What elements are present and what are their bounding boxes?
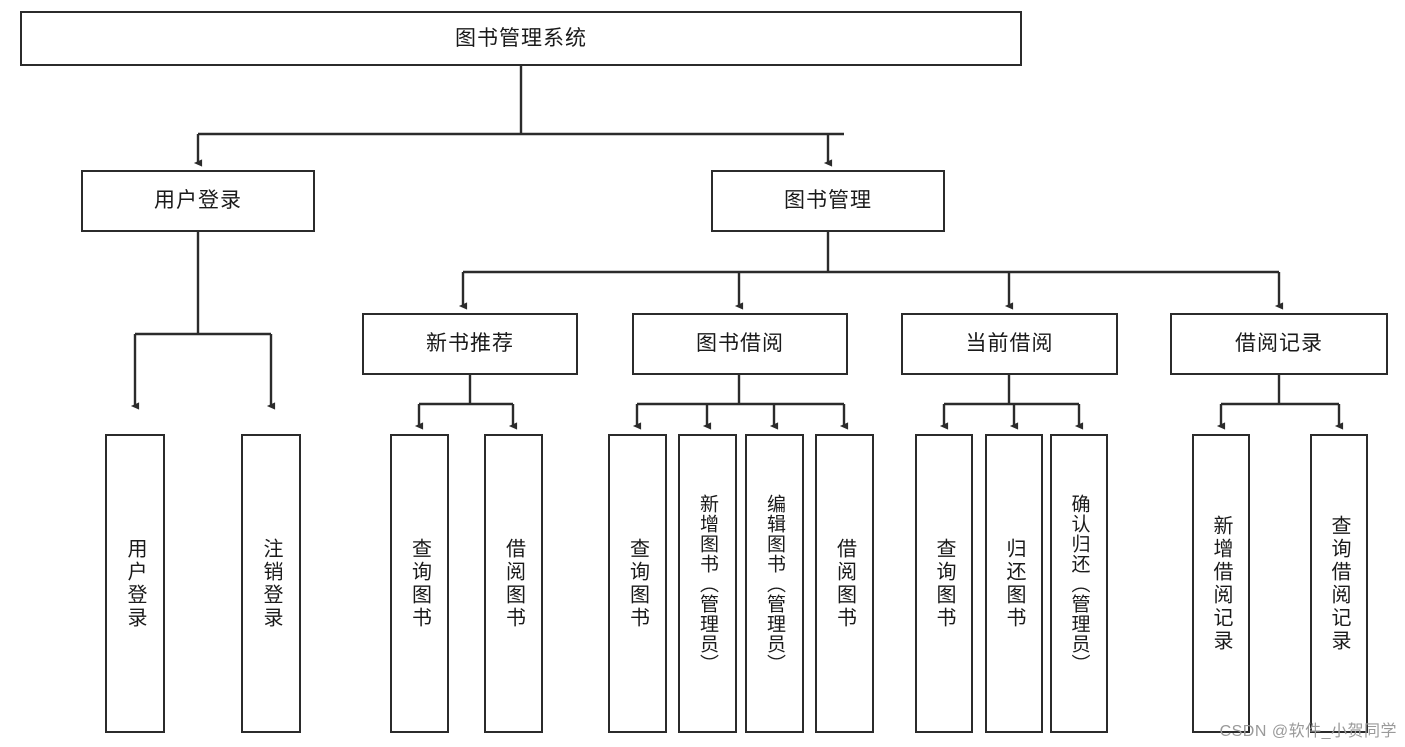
- node-book-management-label: 图书管理: [784, 189, 872, 213]
- node-book-borrow[interactable]: 图书借阅: [632, 313, 848, 375]
- node-root-system[interactable]: 图书管理系统: [20, 11, 1022, 66]
- leaf-new-book-query-book-label: 查询图书: [408, 537, 431, 630]
- leaf-borrow-records-query-record-label: 查询借阅记录: [1328, 514, 1350, 653]
- leaf-user-login-do-login[interactable]: 用户登录: [105, 434, 165, 733]
- node-book-management[interactable]: 图书管理: [711, 170, 945, 232]
- leaf-current-borrow-query-book-label: 查询图书: [933, 537, 955, 630]
- node-new-book-recommend[interactable]: 新书推荐: [362, 313, 578, 375]
- node-borrow-records-label: 借阅记录: [1235, 332, 1323, 356]
- leaf-user-login-logout-label: 注销登录: [260, 537, 282, 630]
- leaf-new-book-borrow-book-label: 借阅图书: [502, 537, 525, 630]
- node-book-borrow-label: 图书借阅: [696, 332, 784, 356]
- leaf-book-borrow-edit-book[interactable]: 编辑图书（管理员）: [745, 434, 804, 733]
- leaf-current-borrow-confirm-return-label: 确认归还（管理员）: [1068, 493, 1090, 674]
- leaf-new-book-query-book[interactable]: 查询图书: [390, 434, 449, 733]
- node-current-borrow[interactable]: 当前借阅: [901, 313, 1118, 375]
- leaf-book-borrow-borrow-book[interactable]: 借阅图书: [815, 434, 874, 733]
- node-user-login[interactable]: 用户登录: [81, 170, 315, 232]
- leaf-current-borrow-query-book[interactable]: 查询图书: [915, 434, 973, 733]
- leaf-new-book-borrow-book[interactable]: 借阅图书: [484, 434, 543, 733]
- leaf-book-borrow-add-book-label: 新增图书（管理员）: [697, 493, 718, 674]
- node-new-book-recommend-label: 新书推荐: [426, 332, 514, 356]
- leaf-borrow-records-add-record-label: 新增借阅记录: [1210, 514, 1232, 653]
- leaf-book-borrow-add-book[interactable]: 新增图书（管理员）: [678, 434, 737, 733]
- leaf-book-borrow-query-book-label: 查询图书: [626, 537, 649, 630]
- node-user-login-label: 用户登录: [154, 189, 242, 213]
- leaf-borrow-records-query-record[interactable]: 查询借阅记录: [1310, 434, 1368, 733]
- node-root-system-label: 图书管理系统: [455, 26, 587, 50]
- node-current-borrow-label: 当前借阅: [965, 332, 1054, 356]
- leaf-book-borrow-edit-book-label: 编辑图书（管理员）: [764, 493, 785, 674]
- leaf-current-borrow-confirm-return[interactable]: 确认归还（管理员）: [1050, 434, 1108, 733]
- leaf-user-login-logout[interactable]: 注销登录: [241, 434, 301, 733]
- leaf-user-login-do-login-label: 用户登录: [124, 537, 146, 630]
- leaf-book-borrow-borrow-book-label: 借阅图书: [833, 537, 856, 630]
- leaf-current-borrow-return-book[interactable]: 归还图书: [985, 434, 1043, 733]
- leaf-borrow-records-add-record[interactable]: 新增借阅记录: [1192, 434, 1250, 733]
- leaf-current-borrow-return-book-label: 归还图书: [1003, 537, 1025, 630]
- leaf-book-borrow-query-book[interactable]: 查询图书: [608, 434, 667, 733]
- node-borrow-records[interactable]: 借阅记录: [1170, 313, 1388, 375]
